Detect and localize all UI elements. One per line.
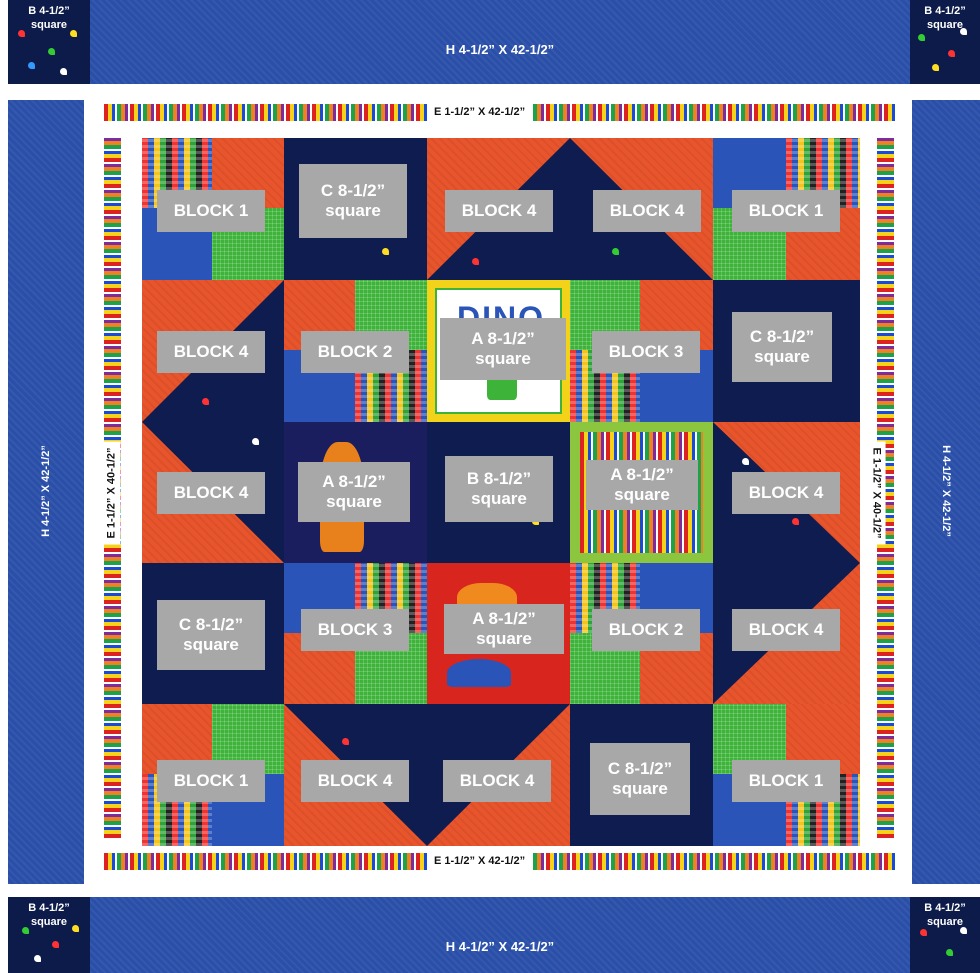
corner-label-line2: square	[927, 19, 963, 31]
corner-label-line1: B 4-1/2”	[924, 5, 966, 17]
label-block3: BLOCK 3	[592, 331, 700, 373]
b-line2: square	[471, 489, 527, 509]
corner-square-bottom-left: B 4-1/2” square	[8, 897, 90, 973]
label-block3: BLOCK 3	[301, 609, 409, 651]
label-block4: BLOCK 4	[157, 472, 265, 514]
left-border-label: H 4-1/2” X 42-1/2”	[40, 431, 52, 551]
corner-label-line2: square	[927, 916, 963, 928]
label-block4: BLOCK 4	[593, 190, 701, 232]
bottom-border-h	[90, 897, 910, 973]
corner-label-line2: square	[31, 916, 67, 928]
inner-border-top-label: E 1-1/2” X 42-1/2”	[428, 103, 531, 121]
inner-border-right-label: E 1-1/2” X 40-1/2”	[868, 441, 886, 544]
c-line2: square	[183, 635, 239, 655]
b-line1: B 8-1/2”	[467, 469, 531, 489]
a-line1: A 8-1/2”	[471, 329, 535, 349]
corner-label-line2: square	[31, 19, 67, 31]
label-block1: BLOCK 1	[157, 190, 265, 232]
a-line1: A 8-1/2”	[322, 472, 386, 492]
label-a-square: A 8-1/2”square	[444, 604, 564, 654]
label-block4: BLOCK 4	[732, 472, 840, 514]
c-line1: C 8-1/2”	[750, 327, 814, 347]
bottom-border-label: H 4-1/2” X 42-1/2”	[90, 939, 910, 954]
c-line1: C 8-1/2”	[608, 759, 672, 779]
label-c-square: C 8-1/2”square	[732, 312, 832, 382]
label-block1: BLOCK 1	[732, 760, 840, 802]
label-c-square: C 8-1/2”square	[590, 743, 690, 815]
corner-square-top-left: B 4-1/2” square	[8, 0, 90, 84]
label-block4: BLOCK 4	[732, 609, 840, 651]
corner-label-line1: B 4-1/2”	[28, 5, 70, 17]
corner-label-line1: B 4-1/2”	[924, 902, 966, 914]
label-a-square: A 8-1/2”square	[298, 462, 410, 522]
label-c-square: C 8-1/2”square	[299, 164, 407, 238]
corner-square-bottom-right: B 4-1/2” square	[910, 897, 980, 973]
label-a-square: A 8-1/2”square	[586, 460, 698, 510]
c-line1: C 8-1/2”	[179, 615, 243, 635]
label-block4: BLOCK 4	[443, 760, 551, 802]
c-line1: C 8-1/2”	[321, 181, 385, 201]
a-line2: square	[614, 485, 670, 505]
label-c-square: C 8-1/2”square	[157, 600, 265, 670]
label-block2: BLOCK 2	[592, 609, 700, 651]
a-line2: square	[326, 492, 382, 512]
a-line2: square	[476, 629, 532, 649]
corner-label-line1: B 4-1/2”	[28, 902, 70, 914]
a-line1: A 8-1/2”	[610, 465, 674, 485]
label-block1: BLOCK 1	[157, 760, 265, 802]
a-line2: square	[475, 349, 531, 369]
inner-border-left-label: E 1-1/2” X 40-1/2”	[103, 441, 121, 544]
a-line1: A 8-1/2”	[472, 609, 536, 629]
label-b-square: B 8-1/2”square	[445, 456, 553, 522]
label-a-square: A 8-1/2”square	[440, 318, 566, 380]
label-block4: BLOCK 4	[301, 760, 409, 802]
label-block2: BLOCK 2	[301, 331, 409, 373]
label-block1: BLOCK 1	[732, 190, 840, 232]
corner-square-top-right: B 4-1/2” square	[910, 0, 980, 84]
c-line2: square	[754, 347, 810, 367]
c-line2: square	[612, 779, 668, 799]
label-block4: BLOCK 4	[445, 190, 553, 232]
label-block4: BLOCK 4	[157, 331, 265, 373]
right-border-label: H 4-1/2” X 42-1/2”	[940, 431, 952, 551]
top-border-label: H 4-1/2” X 42-1/2”	[90, 42, 910, 57]
c-line2: square	[325, 201, 381, 221]
inner-border-bottom-label: E 1-1/2” X 42-1/2”	[428, 852, 531, 870]
